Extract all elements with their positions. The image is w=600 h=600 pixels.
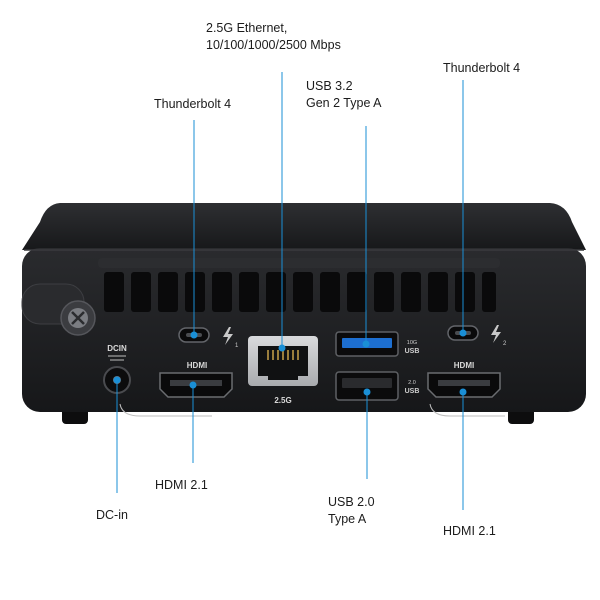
- svg-text:10G: 10G: [407, 340, 417, 346]
- svg-text:USB: USB: [405, 348, 420, 355]
- leader-lines: [113, 72, 467, 510]
- callout-ethernet: 2.5G Ethernet, 10/100/1000/2500 Mbps: [206, 21, 341, 52]
- thunderbolt-bolt-icon: [491, 325, 501, 343]
- svg-text:2: 2: [503, 341, 507, 347]
- svg-text:1: 1: [235, 343, 239, 349]
- hdmi-left-silkscreen: HDMI: [187, 361, 207, 370]
- ethernet-silkscreen: 2.5G: [274, 396, 291, 405]
- svg-text:2.0: 2.0: [408, 380, 416, 386]
- vent-grille: [104, 272, 496, 312]
- callout-thunderbolt-right: Thunderbolt 4: [443, 61, 521, 75]
- vent-bezel: [98, 258, 500, 268]
- callout-thunderbolt-left: Thunderbolt 4: [154, 97, 232, 111]
- callout-hdmi-right: HDMI 2.1: [443, 524, 496, 538]
- callout-usb32: USB 3.2 Gen 2 Type A: [306, 79, 382, 110]
- thunderbolt-bolt-icon: [223, 327, 233, 345]
- callout-dcin: DC-in: [96, 508, 128, 522]
- dcin-silkscreen: DCIN: [107, 344, 127, 353]
- hdmi-right-silkscreen: HDMI: [454, 361, 474, 370]
- chassis-top: [22, 203, 586, 250]
- svg-text:USB: USB: [405, 388, 420, 395]
- callout-hdmi-left: HDMI 2.1: [155, 478, 208, 492]
- callout-usb20: USB 2.0 Type A: [328, 495, 375, 526]
